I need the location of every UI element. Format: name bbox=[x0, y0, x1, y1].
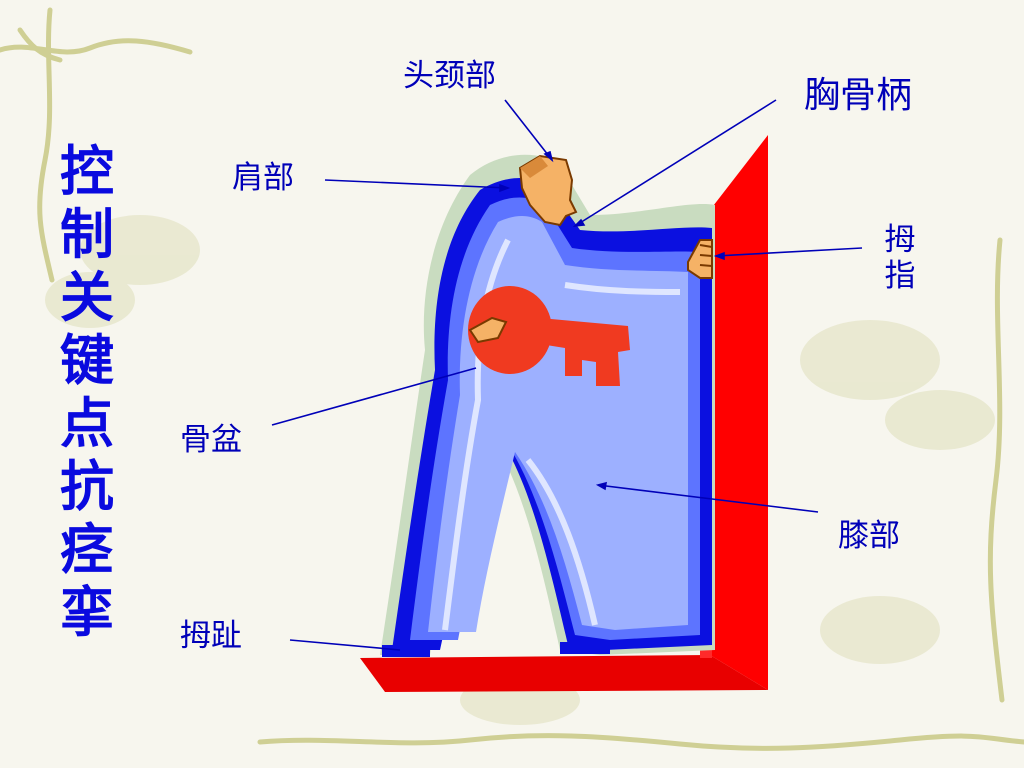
figure-head bbox=[518, 154, 578, 227]
label-thumb-char-2: 指 bbox=[884, 258, 916, 294]
label-shoulder: 肩部 bbox=[232, 160, 294, 196]
figure-stripes bbox=[442, 238, 681, 631]
leader-sternum bbox=[574, 99, 777, 227]
leader-pelvis bbox=[271, 367, 477, 426]
leader-shoulder bbox=[324, 179, 509, 189]
title-char: 制 bbox=[60, 203, 114, 266]
label-head-neck: 头颈部 bbox=[403, 58, 496, 94]
leader-lines bbox=[271, 99, 863, 651]
title-char: 键 bbox=[60, 329, 114, 392]
title-char: 点 bbox=[60, 392, 114, 455]
label-pelvis: 骨盆 bbox=[180, 422, 242, 458]
figure-foot-left bbox=[382, 645, 430, 657]
label-big-toe: 拇趾 bbox=[180, 618, 242, 654]
leader-head-neck bbox=[504, 99, 553, 161]
title-char: 关 bbox=[60, 266, 114, 329]
leader-big-toe bbox=[289, 639, 401, 651]
label-thumb-char-1: 拇 bbox=[884, 222, 916, 258]
label-thumb: 拇 指 bbox=[880, 222, 920, 294]
leader-thumb bbox=[715, 247, 863, 257]
leader-knee bbox=[597, 484, 819, 513]
title-char: 抗 bbox=[60, 455, 114, 518]
label-knee: 膝部 bbox=[838, 518, 900, 554]
title-char: 痉 bbox=[60, 518, 114, 581]
page-title: 控 制 关 键 点 抗 痉 挛 bbox=[52, 140, 122, 644]
label-sternum: 胸骨柄 bbox=[804, 75, 913, 116]
key-icon bbox=[468, 286, 630, 386]
title-char: 控 bbox=[60, 140, 114, 203]
figure-hand-thumb bbox=[687, 239, 713, 279]
title-char: 挛 bbox=[60, 581, 114, 644]
figure-foot-right bbox=[560, 642, 610, 654]
